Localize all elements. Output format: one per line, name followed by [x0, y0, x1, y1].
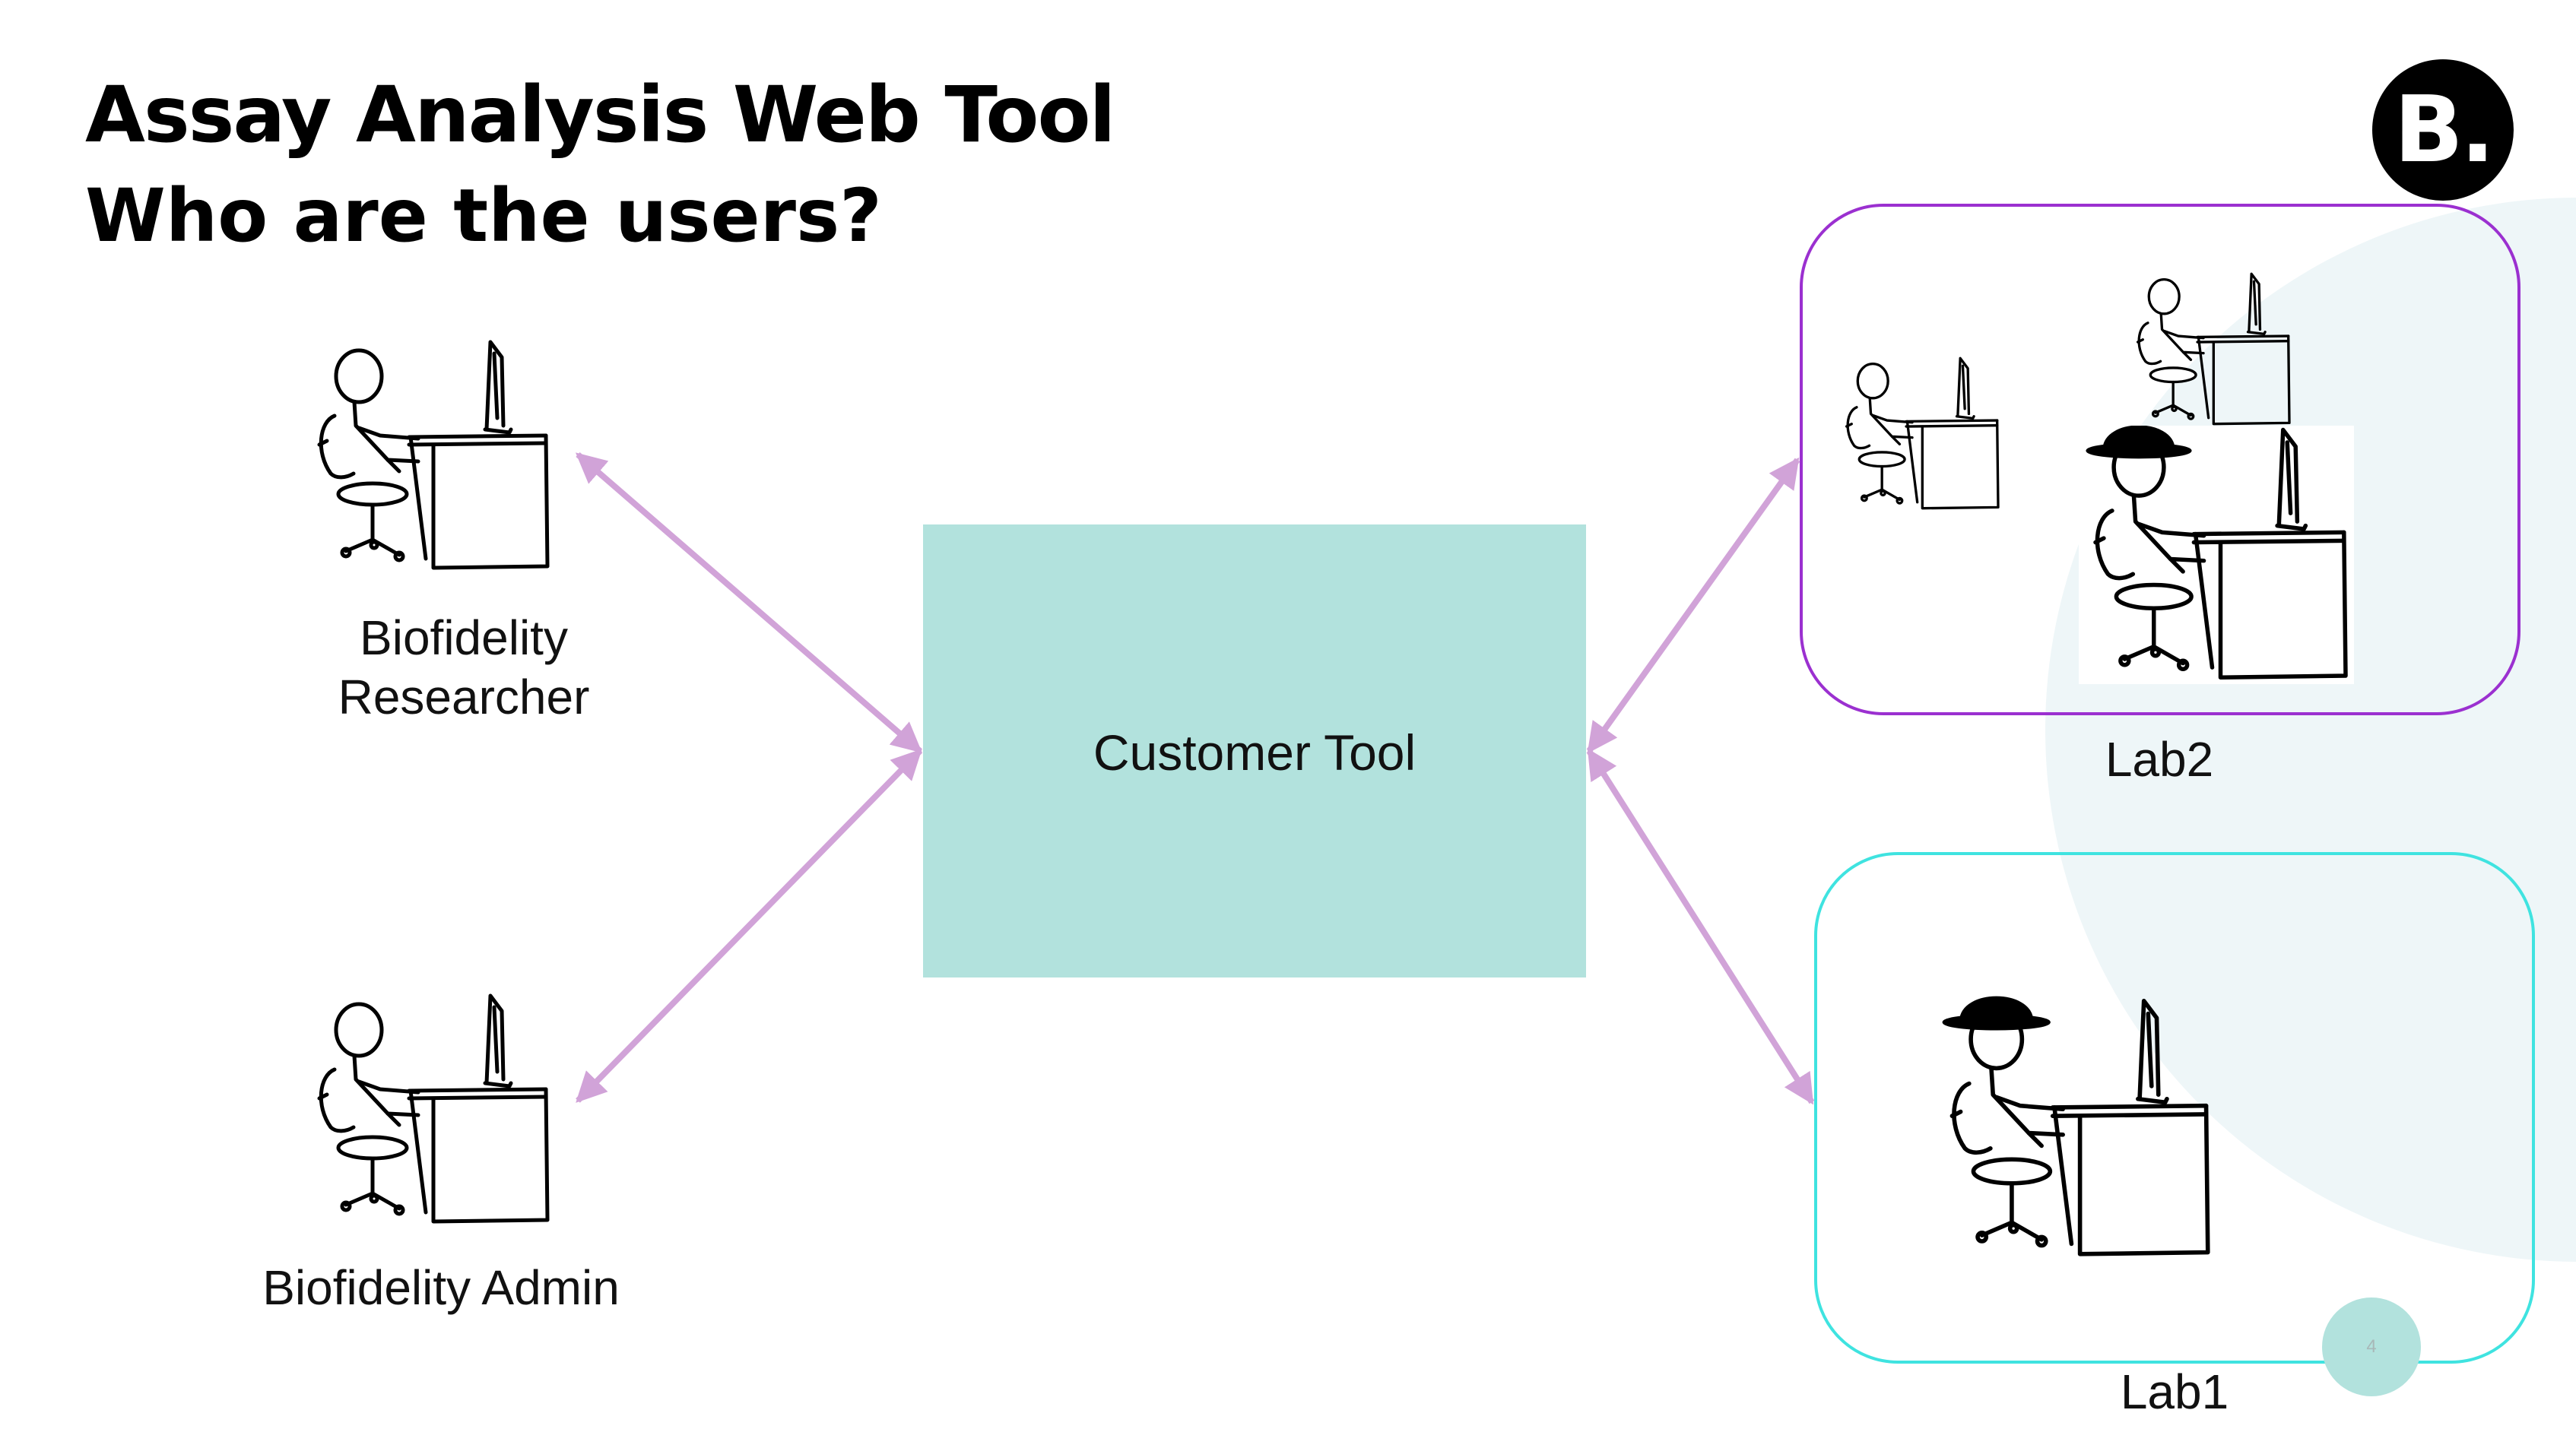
- customer-tool-label: Customer Tool: [1093, 724, 1416, 781]
- arrow-lab1: [1586, 748, 1815, 1105]
- person-at-computer-icon: [1845, 356, 2000, 510]
- person-at-computer-icon: [304, 338, 555, 574]
- lab1-group-box: [1814, 852, 2535, 1364]
- slide-subtitle: Who are the users?: [85, 173, 882, 258]
- page-number: 4: [2322, 1297, 2421, 1396]
- lab2-group-box: [1800, 204, 2520, 715]
- biofidelity-researcher-label: Biofidelity Researcher: [338, 610, 590, 725]
- arrow-admin: [576, 749, 922, 1103]
- person-with-bowler-hat-at-computer-icon: [1942, 996, 2216, 1262]
- arrow-researcher: [575, 452, 923, 754]
- person-with-bowler-hat-at-computer-icon: [2079, 426, 2354, 684]
- company-logo: B.: [2372, 59, 2514, 201]
- person-at-computer-icon: [304, 992, 555, 1228]
- lab2-label: Lab2: [2105, 732, 2214, 787]
- person-at-computer-icon: [2136, 272, 2291, 426]
- customer-tool-node: Customer Tool: [923, 524, 1586, 977]
- slide-title: Assay Analysis Web Tool: [85, 70, 1116, 160]
- lab1-label: Lab1: [2120, 1364, 2229, 1419]
- biofidelity-admin-label: Biofidelity Admin: [262, 1260, 620, 1315]
- arrow-lab2: [1586, 457, 1800, 754]
